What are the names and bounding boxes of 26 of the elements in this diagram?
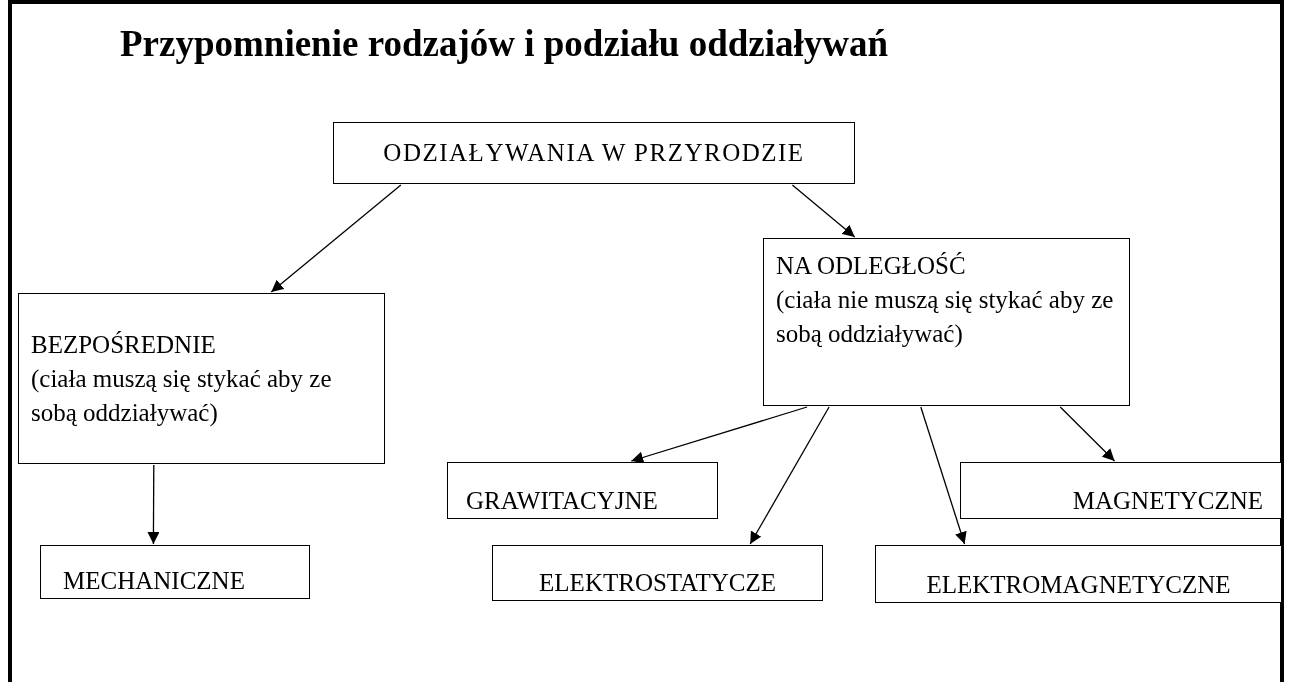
box-heading: GRAWITACYJNE — [466, 486, 658, 516]
box-heading: NA ODLEGŁOŚĆ — [776, 251, 966, 281]
title: Przypomnienie rodzajów i podziału oddziaływań — [120, 22, 889, 65]
arrow — [920, 406, 967, 545]
box-heading: ELEKTROSTATYCZE — [539, 568, 776, 598]
box-heading: MECHANICZNE — [63, 566, 245, 596]
process-box — [333, 122, 855, 184]
process-box — [40, 545, 310, 599]
process-box — [492, 545, 823, 601]
box-heading: BEZPOŚREDNIE — [31, 329, 216, 360]
process-box — [763, 238, 1130, 406]
arrow — [270, 184, 402, 293]
box-heading: ELEKTROMAGNETYCZNE — [926, 570, 1231, 600]
box-heading: ODZIAŁYWANIA W PRZYRODZIE — [383, 138, 805, 168]
arrow — [1059, 406, 1116, 462]
arrow — [147, 464, 160, 545]
process-box — [447, 462, 718, 519]
arrow — [630, 406, 808, 464]
process-box — [875, 545, 1282, 603]
process-box — [960, 462, 1282, 519]
arrow — [749, 406, 830, 545]
box-heading: MAGNETYCZNE — [1072, 486, 1263, 516]
process-box — [18, 293, 385, 464]
box-description: (ciała nie muszą się stykać aby ze sobą oddziaływać) — [776, 285, 1115, 350]
arrow — [791, 184, 856, 238]
box-description: (ciała muszą się stykać aby ze sobą oddziaływać) — [31, 363, 333, 429]
